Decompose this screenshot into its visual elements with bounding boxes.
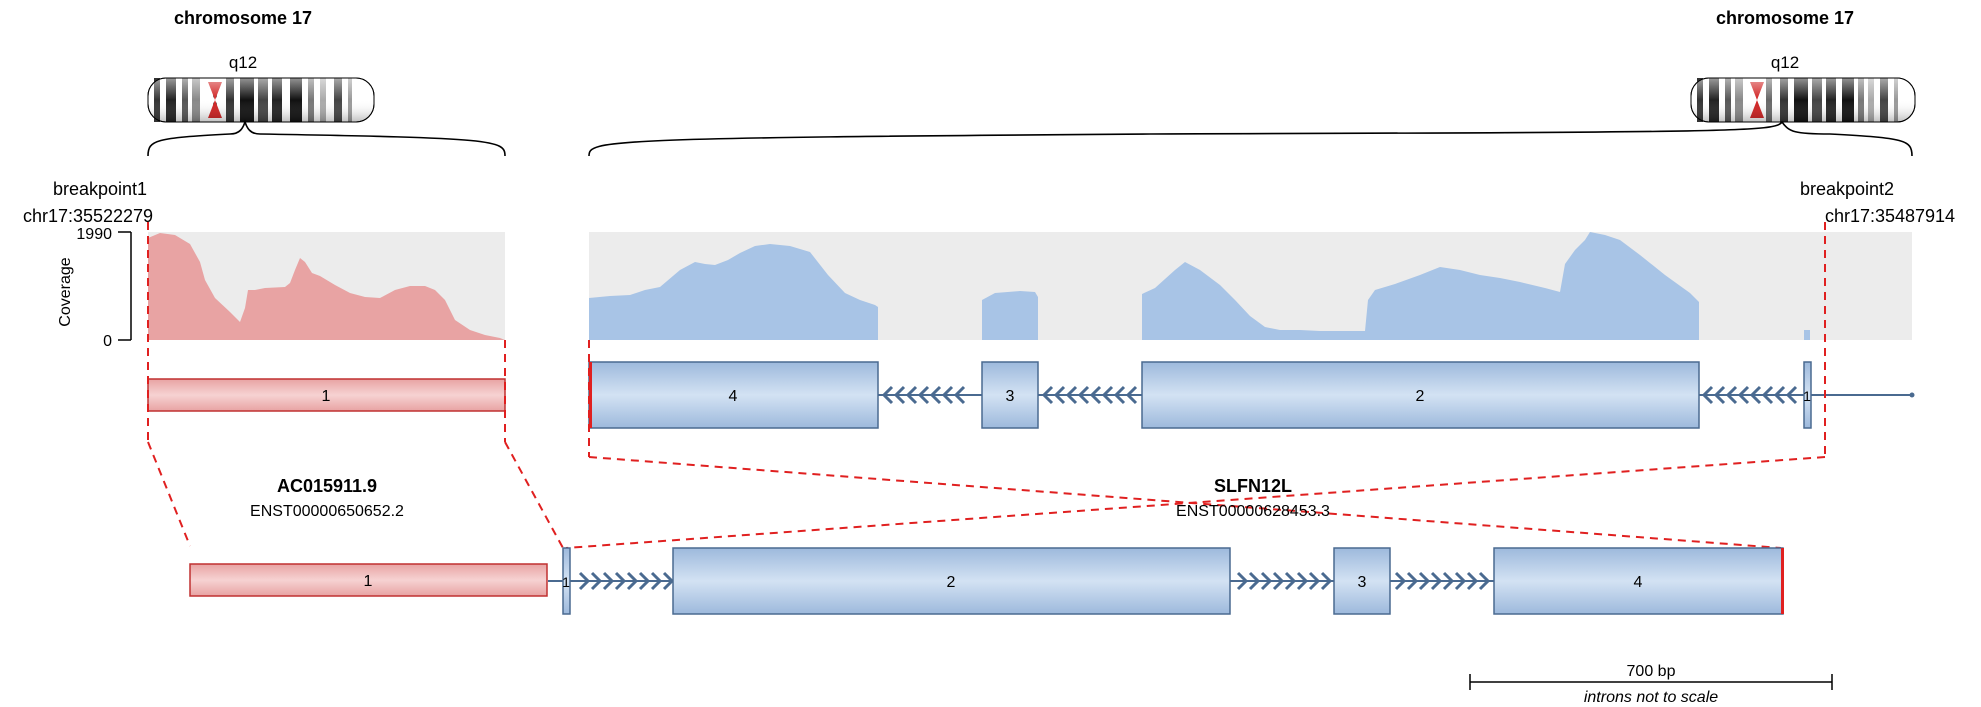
fusion-transcript: 1 1 2 3 4 — [189, 547, 1784, 615]
breakpoint1-label: breakpoint1 — [53, 179, 147, 199]
right-gene-end-dot — [1909, 392, 1915, 398]
right-coverage-area-exon1 — [1804, 330, 1810, 340]
breakpoint2-label: breakpoint2 — [1800, 179, 1894, 199]
coverage-axis — [118, 231, 132, 341]
fusion-exon-label-1a: 1 — [364, 573, 373, 590]
fusion-exon-label-3: 3 — [1358, 574, 1367, 591]
left-coverage-area — [148, 233, 505, 340]
right-band-label: q12 — [1771, 53, 1799, 72]
breakpoint1-coordinate: chr17:35522279 — [23, 206, 153, 226]
right-coverage-area-exon3 — [982, 291, 1038, 340]
left-gene-exon-1: 1 — [147, 378, 506, 412]
right-gene-exon-3 — [981, 361, 1039, 429]
left-band-label: q12 — [229, 53, 257, 72]
right-chromosome-title: chromosome 17 — [1716, 8, 1854, 28]
fusion-exon-4 — [1493, 547, 1784, 615]
right-exon-label-1: 1 — [1803, 388, 1811, 404]
right-exon-label-3: 3 — [1006, 388, 1015, 405]
breakpoint2-coordinate: chr17:35487914 — [1825, 206, 1955, 226]
right-exon-label-4: 4 — [729, 388, 738, 405]
scale-bar — [1469, 674, 1833, 690]
fusion-exon-label-1b: 1 — [562, 574, 570, 590]
fusion-exon-1-partner2 — [562, 547, 571, 615]
right-gene-track: 4 3 2 1 — [588, 361, 1915, 429]
left-chromosome-title: chromosome 17 — [174, 8, 312, 28]
right-exon-label-2: 2 — [1416, 388, 1425, 405]
breakpoint-lines — [147, 222, 1826, 549]
left-zoom-bracket — [147, 119, 506, 157]
right-gene-exon-1 — [1803, 361, 1812, 429]
right-zoom-bracket — [588, 120, 1913, 157]
fusion-exon-label-2: 2 — [947, 574, 956, 591]
fusion-intron-arrows — [578, 571, 1491, 591]
right-gene-exon-4 — [588, 361, 879, 429]
right-gene-name: SLFN12L — [1214, 476, 1292, 496]
right-intron-arrows — [881, 385, 1798, 405]
left-chromosome-ideogram — [147, 77, 375, 123]
fusion-exon-2 — [672, 547, 1231, 615]
coverage-axis-label: Coverage — [57, 257, 74, 326]
right-gene-exon-2 — [1141, 361, 1700, 429]
left-transcript-id: ENST00000650652.2 — [250, 503, 404, 520]
right-transcript-id: ENST00000628453.3 — [1176, 503, 1330, 520]
scale-bar-length: 700 bp — [1627, 663, 1676, 680]
coverage-max-tick: 1990 — [76, 226, 112, 243]
right-coverage-area-exon2 — [1142, 232, 1699, 340]
left-gene-name: AC015911.9 — [277, 476, 377, 496]
right-coverage-area-exon4 — [589, 244, 878, 340]
scale-bar-note: introns not to scale — [1584, 689, 1718, 706]
fusion-exon-3 — [1333, 547, 1391, 615]
fusion-exon-1-partner1 — [189, 563, 548, 597]
right-chromosome-ideogram — [1690, 77, 1916, 123]
fusion-exon-label-4: 4 — [1634, 574, 1643, 591]
coverage-min-tick: 0 — [103, 333, 112, 350]
left-exon-label-1: 1 — [322, 388, 331, 405]
